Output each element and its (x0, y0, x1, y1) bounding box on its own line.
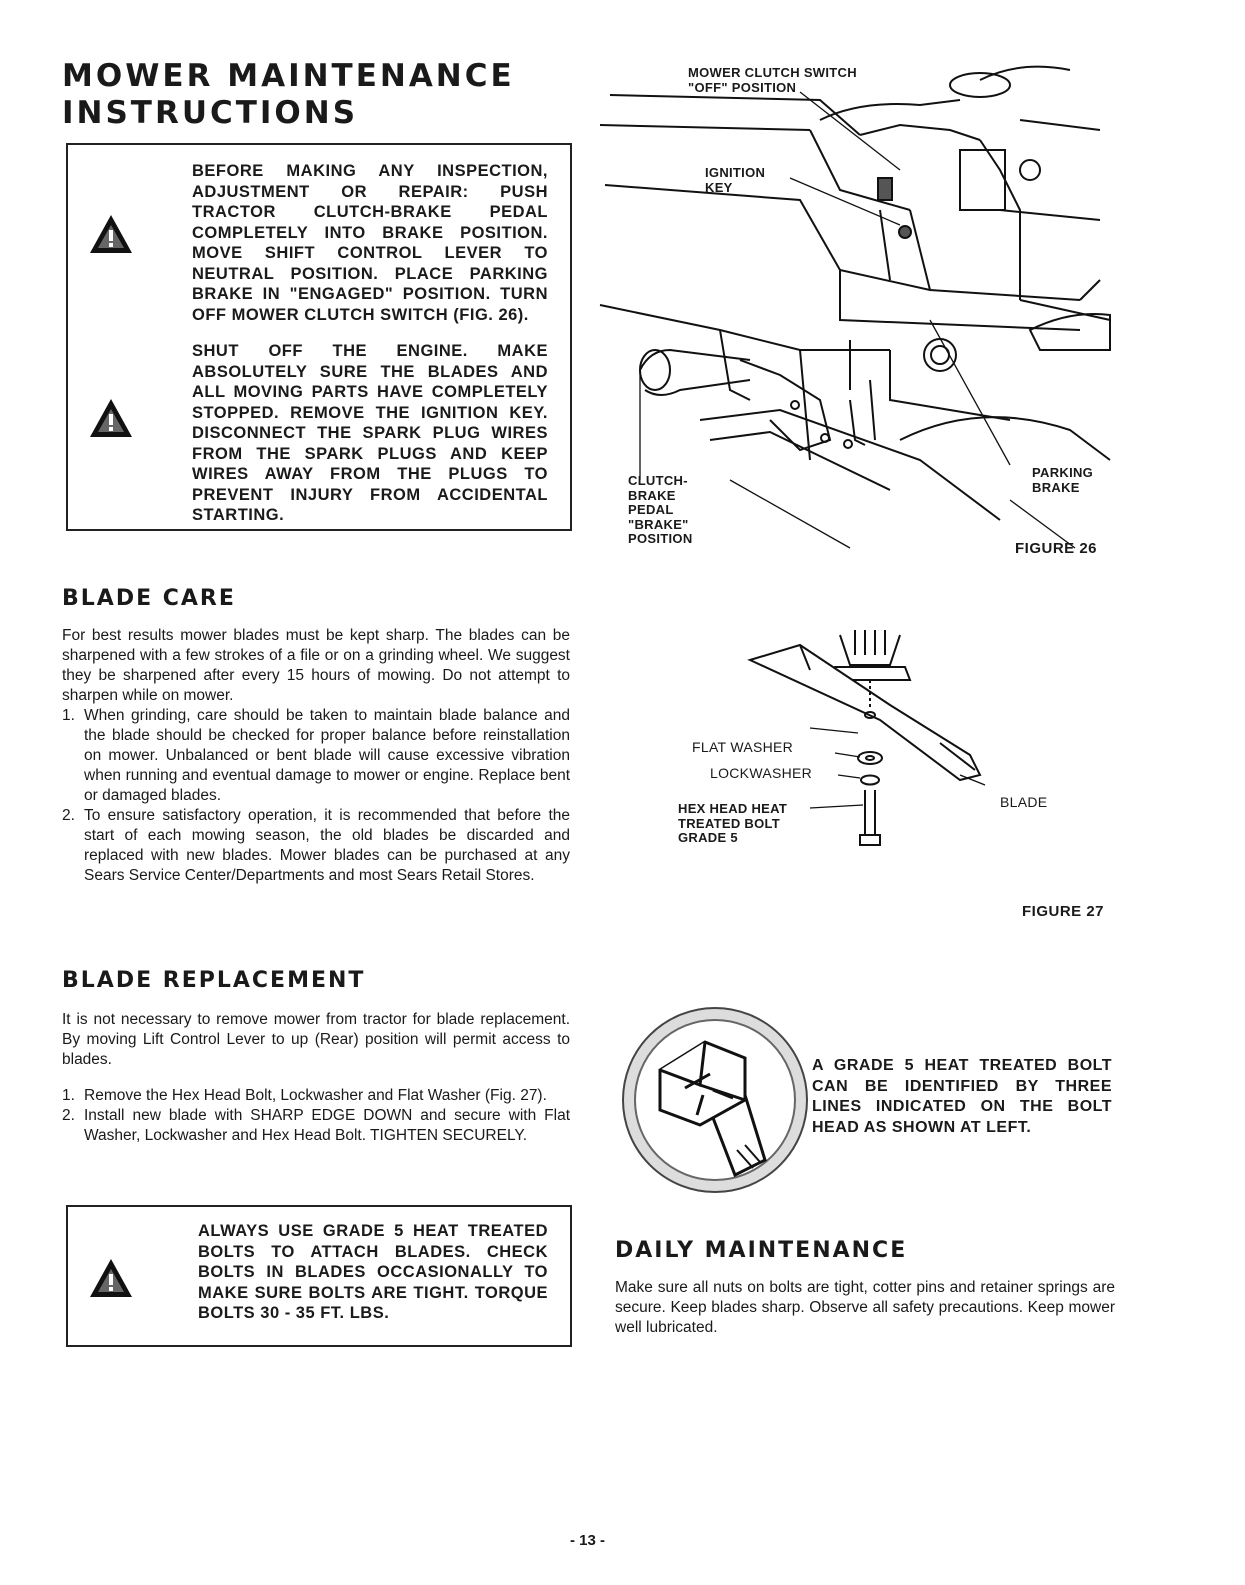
blade-care-intro: For best results mower blades must be ke… (62, 627, 570, 704)
page-title-line1: MOWER MAINTENANCE (62, 58, 515, 94)
label-lockwasher: LOCKWASHER (710, 765, 813, 781)
label-parking-brake: PARKING BRAKE (1032, 465, 1094, 495)
warning-box-bolts: ALWAYS USE GRADE 5 HEAT TREATED BOLTS TO… (66, 1205, 572, 1347)
blade-care-body: For best results mower blades must be ke… (62, 626, 570, 886)
blade-assembly-illustration (747, 630, 986, 846)
list-item: 2. Install new blade with SHARP EDGE DOW… (62, 1107, 570, 1144)
blade-replacement-body: It is not necessary to remove mower from… (62, 1010, 570, 1146)
label-ignition-key: IGNITION KEY (705, 165, 766, 195)
warning-text-bolts: ALWAYS USE GRADE 5 HEAT TREATED BOLTS TO… (198, 1222, 548, 1322)
list-item: 1. Remove the Hex Head Bolt, Lockwasher … (62, 1087, 547, 1104)
warning-triangle-icon (90, 215, 132, 253)
grade5-bolt-head-icon (622, 1007, 808, 1193)
daily-maintenance-body: Make sure all nuts on bolts are tight, c… (615, 1279, 1115, 1336)
daily-maintenance-heading: DAILY MAINTENANCE (615, 1238, 908, 1263)
page-title: MOWER MAINTENANCE INSTRUCTIONS (62, 58, 515, 132)
blade-replacement-intro: It is not necessary to remove mower from… (62, 1011, 570, 1068)
list-item: 2. To ensure satisfactory operation, it … (62, 807, 570, 884)
page-title-line2: INSTRUCTIONS (62, 95, 359, 131)
warning-text-2: SHUT OFF THE ENGINE. MAKE ABSOLUTELY SUR… (192, 342, 548, 524)
label-clutch-brake-pedal: CLUTCH- BRAKE PEDAL "BRAKE" POSITION (628, 473, 693, 546)
blade-care-heading: BLADE CARE (62, 586, 236, 611)
warning-text-1: BEFORE MAKING ANY INSPECTION, ADJUSTMENT… (192, 162, 548, 324)
warning-triangle-icon (90, 1259, 132, 1297)
page-number: - 13 - (570, 1532, 606, 1549)
list-item: 1. When grinding, care should be taken t… (62, 707, 570, 804)
figure-26-caption: FIGURE 26 (1015, 540, 1098, 557)
tractor-controls-illustration (599, 65, 1111, 549)
warning-box-primary: BEFORE MAKING ANY INSPECTION, ADJUSTMENT… (66, 143, 572, 531)
blade-replacement-heading: BLADE REPLACEMENT (62, 968, 366, 993)
warning-triangle-icon (90, 399, 132, 437)
label-mower-clutch-switch: MOWER CLUTCH SWITCH "OFF" POSITION (688, 65, 857, 95)
label-flat-washer: FLAT WASHER (692, 739, 794, 755)
label-hex-head-bolt: HEX HEAD HEAT TREATED BOLT GRADE 5 (678, 801, 788, 845)
label-blade: BLADE (1000, 794, 1048, 810)
grade5-note: A GRADE 5 HEAT TREATED BOLT CAN BE IDENT… (812, 1057, 1112, 1136)
figure-27-caption: FIGURE 27 (1022, 903, 1105, 920)
